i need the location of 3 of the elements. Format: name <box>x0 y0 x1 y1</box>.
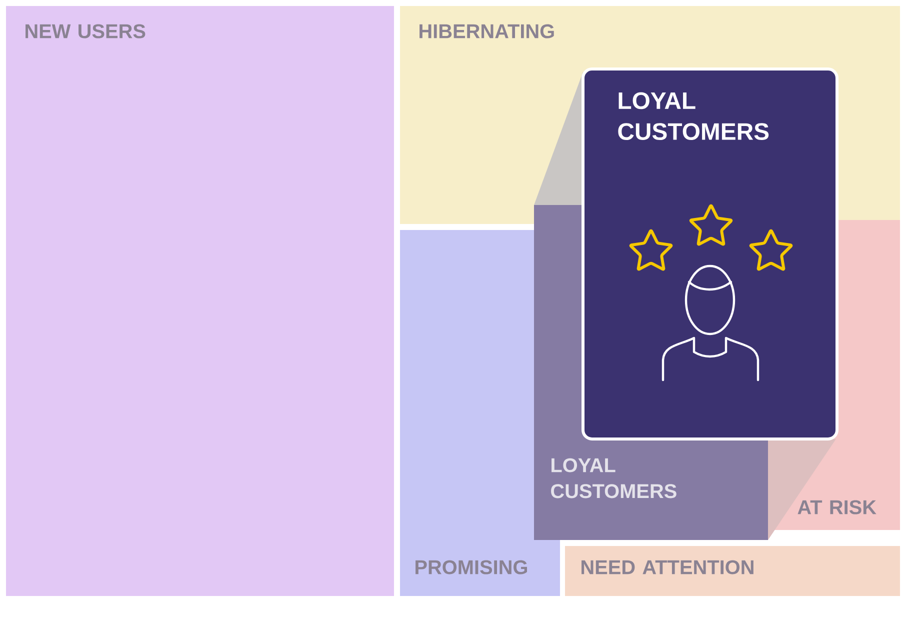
segment-cell: NEW USERS <box>6 6 394 596</box>
segment-cell: NEED ATTENTION <box>565 546 900 596</box>
customer-card: LOYAL CUSTOMERS <box>582 68 838 440</box>
